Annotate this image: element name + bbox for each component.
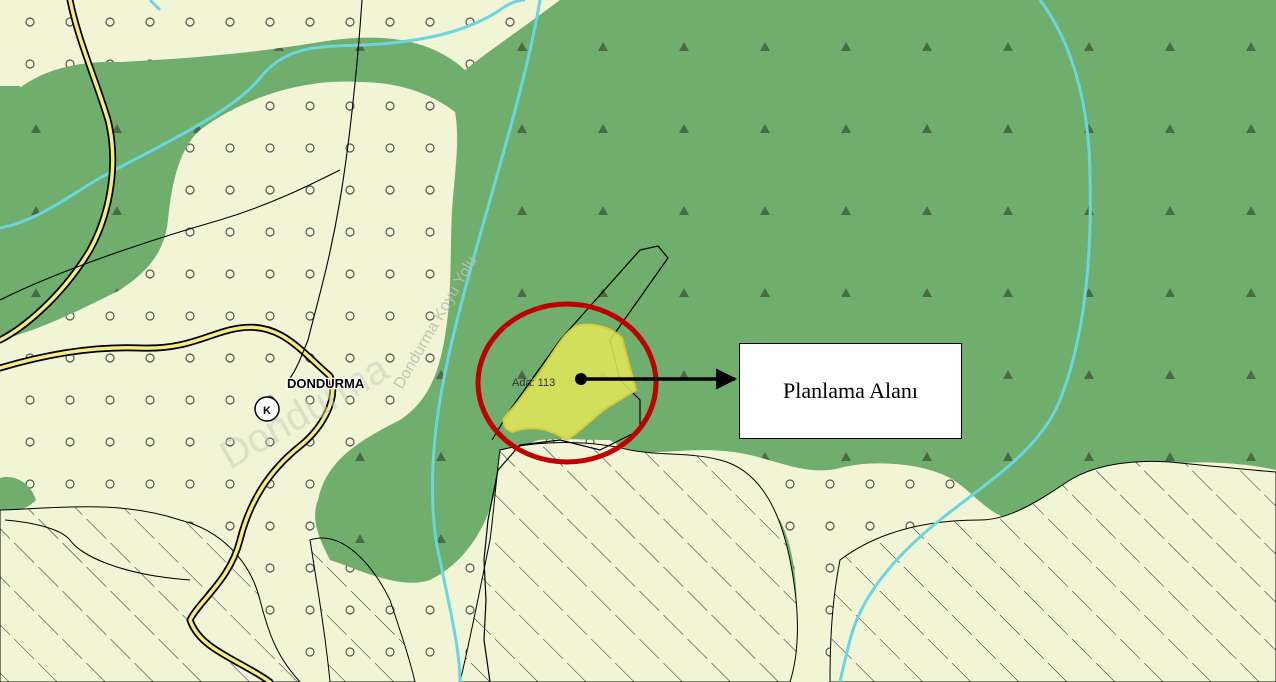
planning-area-callout: Planlama Alanı	[739, 343, 962, 439]
parcel-label: Ada: 113	[512, 377, 555, 389]
minor-roads	[0, 0, 363, 581]
planning-area-parcel[interactable]	[502, 323, 638, 442]
arrow-origin-dot	[575, 373, 587, 385]
planning-area-label: Planlama Alanı	[782, 378, 919, 403]
planning-area-circle[interactable]	[475, 301, 659, 465]
village-icon-letter: K	[263, 405, 271, 417]
road-network	[0, 0, 337, 682]
hatched-zone	[0, 442, 1276, 682]
river	[0, 0, 1092, 682]
village-icon[interactable]: K	[254, 396, 280, 422]
settlement-label: DONDURMA	[287, 376, 365, 391]
